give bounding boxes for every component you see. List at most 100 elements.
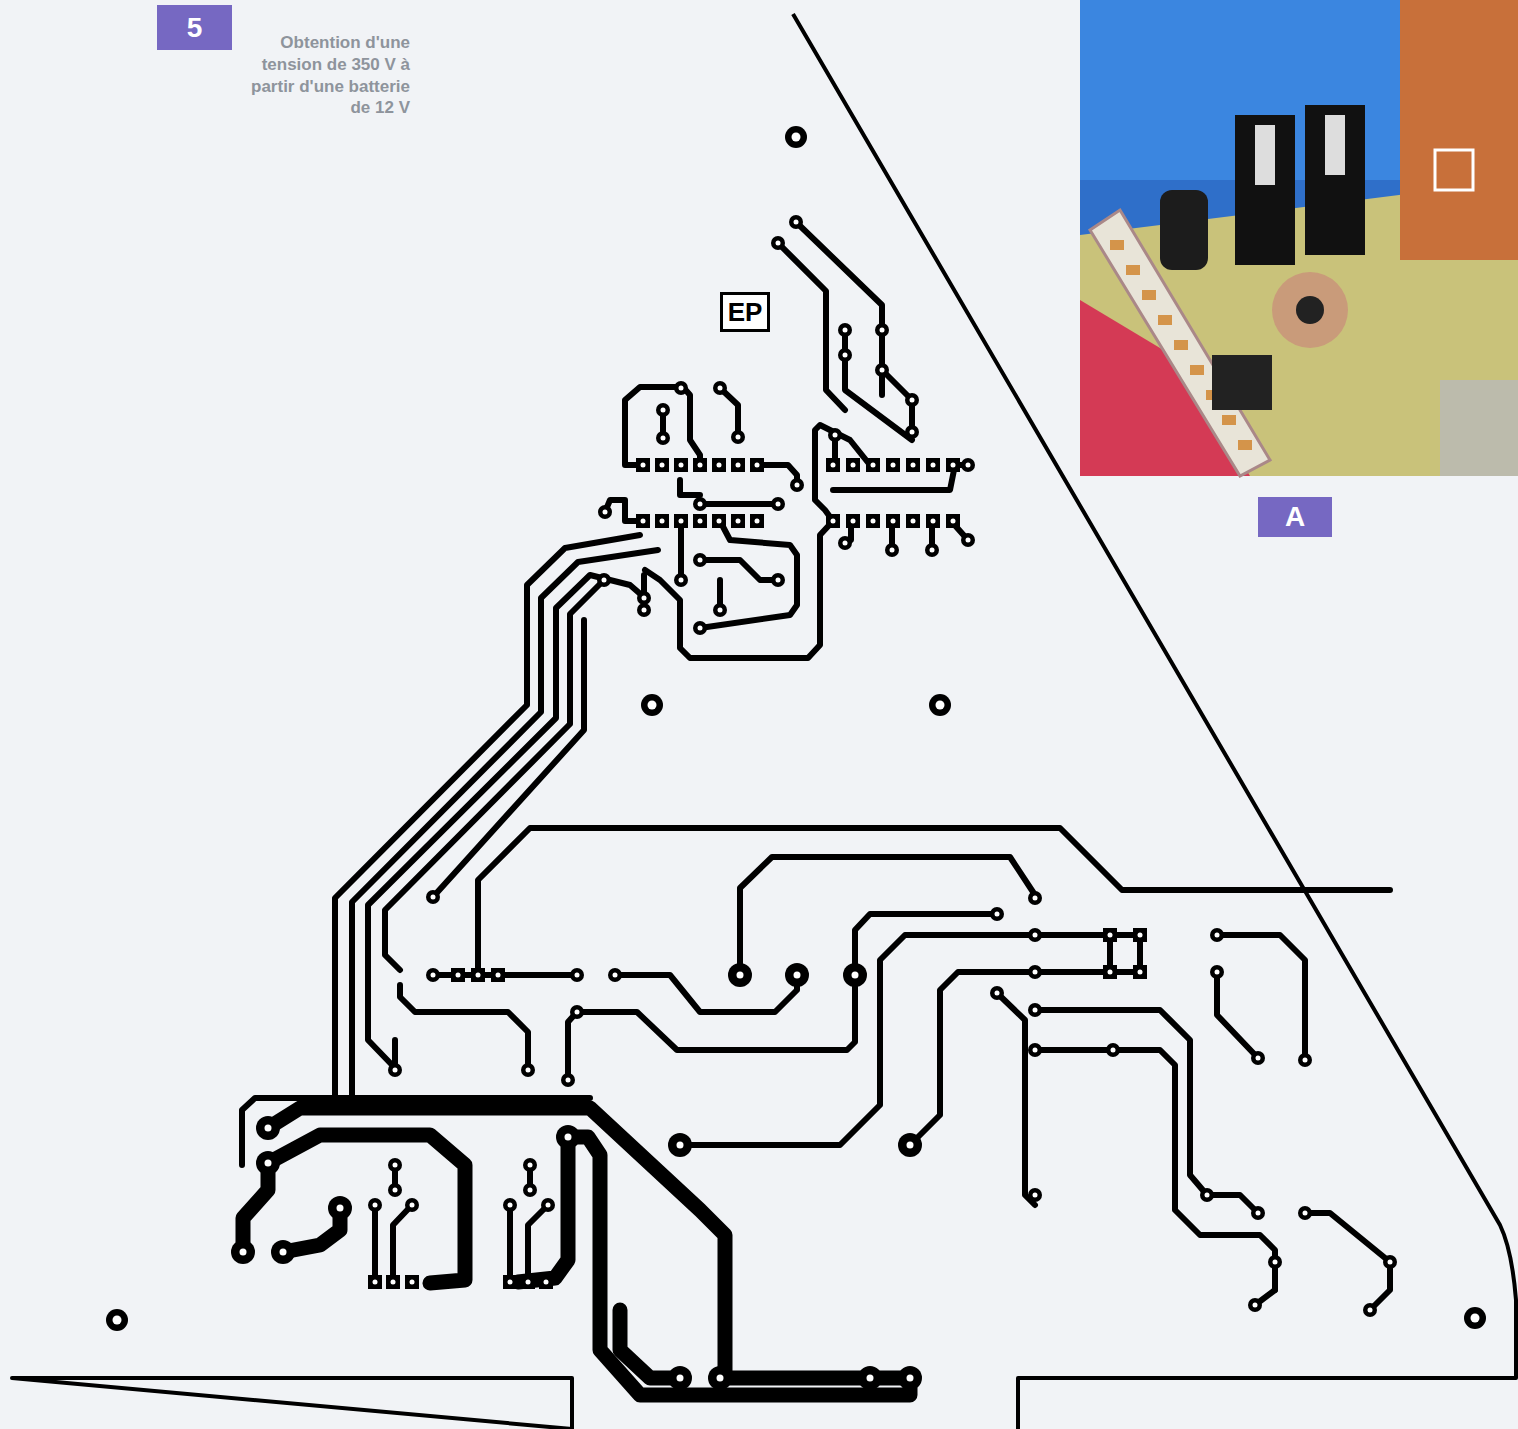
square-pad [693,458,707,472]
pad-hole [431,895,436,900]
trace [778,243,845,410]
power-trace [268,1135,465,1283]
figure-number: 5 [157,5,232,50]
pad-hole [698,519,703,524]
trace [352,550,658,1098]
trace [700,521,797,628]
pad [388,1158,402,1172]
pad-hole [410,1280,415,1285]
square-pad [1133,965,1147,979]
pad [388,1063,402,1077]
square-pad [731,514,745,528]
square-pad [750,514,764,528]
pad-hole [1256,1211,1261,1216]
pad-hole [851,519,856,524]
pad-hole [603,510,608,515]
square-pad [368,1275,382,1289]
pad-hole [546,1203,551,1208]
square-pad [674,458,688,472]
pad-hole [566,1078,571,1083]
pad-hole [831,519,836,524]
pad [990,986,1004,1000]
pad-hole [911,463,916,468]
board-outline [12,14,1516,1429]
photo-background [1080,0,1518,476]
pad-hole [891,519,896,524]
pad-hole [1111,1048,1116,1053]
pad-hole [931,463,936,468]
large-pad [785,963,809,987]
pad [674,573,688,587]
square-pad [1103,928,1117,942]
pad [570,1005,584,1019]
pad-hole [1033,1048,1038,1053]
pad-hole [280,1249,287,1256]
trace [528,1205,548,1282]
pad [1210,928,1224,942]
pad-hole [930,548,935,553]
transformer-logo [1435,150,1473,190]
large-pad [231,1240,255,1264]
pad-hole [1033,1193,1038,1198]
pad-hole [995,991,1000,996]
pad [388,1183,402,1197]
pad-hole [843,328,848,333]
pad-hole [265,1125,272,1132]
pad [925,543,939,557]
square-pad [636,458,650,472]
pad-hole [907,1142,914,1149]
capacitor-photo [1160,190,1208,270]
led [1142,290,1156,300]
pad-hole [337,1205,344,1212]
pad [990,907,1004,921]
pad-hole [641,519,646,524]
pad-hole [1033,896,1038,901]
pad [674,381,688,395]
pad-hole [736,519,741,524]
square-pad [886,514,900,528]
trace [433,620,584,897]
pad-hole [736,463,741,468]
copper-traces [242,222,1390,1395]
pad [570,968,584,982]
square-pad [471,968,485,982]
pad-hole [544,1280,549,1285]
pad-hole [679,463,684,468]
square-pad [886,458,900,472]
pad-hole [1388,1260,1393,1265]
power-trace [268,1108,905,1378]
pad [961,458,975,472]
large-pad [256,1116,280,1140]
pad-hole [393,1188,398,1193]
pad-hole [910,430,915,435]
trace [720,388,738,437]
trace [845,330,912,440]
pad-hole [1368,1308,1373,1313]
pad-hole [880,328,885,333]
pad [1028,1003,1042,1017]
pad [426,890,440,904]
pad-hole [456,973,461,978]
led [1238,440,1252,450]
pad-hole [831,463,836,468]
square-pad [386,1275,400,1289]
pad [1028,1188,1042,1202]
pad [885,543,899,557]
power-trace [568,1137,910,1395]
heatsink-photo [1305,105,1365,255]
pad [1298,1206,1312,1220]
square-pad [491,968,505,982]
heatsink-highlight [1255,125,1275,185]
pad-hole [1033,1008,1038,1013]
square-pad [405,1275,419,1289]
pad-hole [871,463,876,468]
pad-hole [717,519,722,524]
square-pad [946,514,960,528]
trace [615,975,797,1012]
photo-letter-text: A [1285,501,1305,533]
heatsink-highlight [1325,115,1345,175]
pad-hole [641,463,646,468]
pad-hole [867,1375,874,1382]
